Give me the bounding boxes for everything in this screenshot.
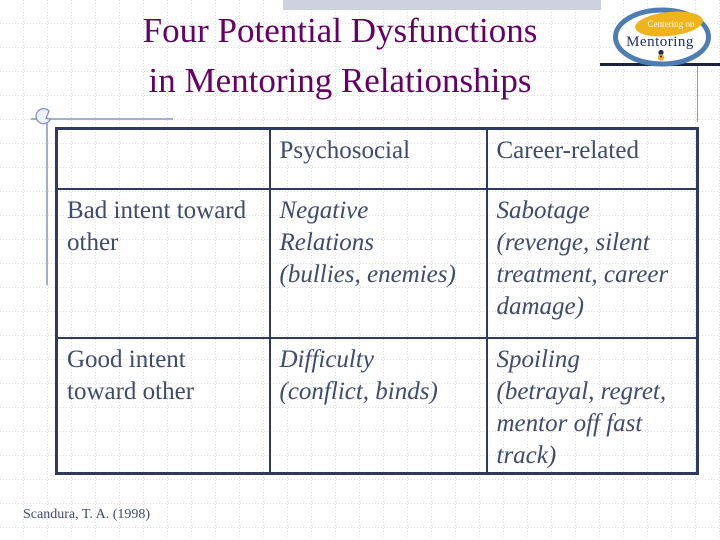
dysfunctions-table: Psychosocial Career-related Bad intent t… [55, 127, 699, 475]
header-cell-psychosocial: Psychosocial [268, 127, 488, 190]
table-row-bad-intent: Bad intent toward other Negative Relatio… [55, 187, 699, 339]
table-header-row: Psychosocial Career-related [55, 127, 699, 190]
logo-arc-text: Centering on [648, 19, 695, 29]
title-line-2: in Mentoring Relationships [148, 61, 532, 100]
slide-title: Four Potential Dysfunctions in Mentoring… [20, 6, 660, 106]
top-accent-band [283, 0, 601, 10]
cell-good-intent-label: Good intent toward other [55, 336, 271, 474]
centering-on-mentoring-logo: Centering on Mentoring [613, 7, 711, 67]
header-cell-empty [55, 127, 271, 190]
logo-figure-icon [657, 49, 665, 61]
logo-gold-shape [635, 11, 703, 37]
logo-name-text: Mentoring [626, 34, 694, 50]
left-ornament-line-horizontal [31, 118, 173, 120]
cell-sabotage: Sabotage (revenge, silent treatment, car… [485, 187, 699, 339]
cell-negative-relations: Negative Relations (bullies, enemies) [268, 187, 488, 339]
cell-bad-intent-label: Bad intent toward other [55, 187, 271, 339]
header-cell-career-related: Career-related [485, 127, 699, 190]
cell-difficulty: Difficulty (conflict, binds) [268, 336, 488, 474]
citation-text: Scandura, T. A. (1998) [23, 507, 151, 522]
right-thin-line [697, 66, 698, 122]
curl-ornament-icon [35, 108, 52, 125]
left-ornament-line-vertical [46, 119, 48, 285]
title-line-1: Four Potential Dysfunctions [142, 11, 538, 50]
cell-spoiling: Spoiling (betrayal, regret, mentor off f… [485, 336, 699, 474]
table-row-good-intent: Good intent toward other Difficulty (con… [55, 336, 699, 474]
